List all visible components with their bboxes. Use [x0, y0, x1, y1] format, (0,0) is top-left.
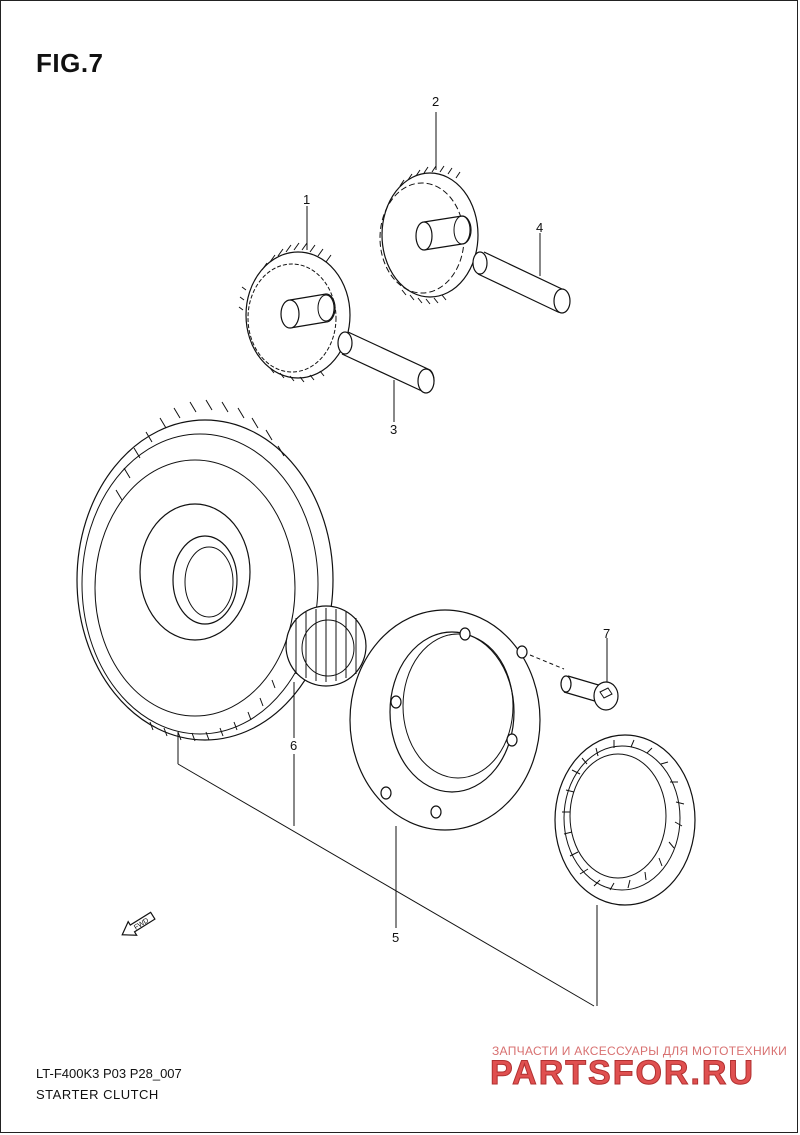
needle-bearing-drawing — [285, 605, 367, 687]
starter-idle-gear-no2-drawing — [379, 165, 479, 305]
callout-2: 2 — [432, 94, 439, 109]
section-name: STARTER CLUTCH — [36, 1087, 159, 1102]
callout-5: 5 — [392, 930, 399, 945]
watermark-tagline: ЗАПЧАСТИ И АКСЕССУАРЫ ДЛЯ МОТОТЕХНИКИ — [492, 1044, 788, 1058]
callout-7: 7 — [603, 626, 610, 641]
callout-3: 3 — [390, 422, 397, 437]
starter-idle-gear-no1-drawing — [238, 242, 351, 383]
bolt-drawing — [560, 675, 619, 711]
fwd-direction-marker: FWD — [121, 911, 156, 936]
idle-gear-shaft-no1-drawing — [337, 331, 435, 394]
fwd-label: FWD — [133, 917, 150, 931]
leader-lines — [177, 112, 608, 1007]
callout-4: 4 — [536, 220, 543, 235]
arrow-left-down-icon — [121, 911, 156, 936]
starter-clutch-housing-drawing — [349, 609, 565, 831]
one-way-clutch-drawing — [554, 734, 696, 906]
watermark-logo-text: PARTSFOR.RU — [490, 1054, 755, 1090]
watermark-logo: PARTSFOR.RU — [490, 1054, 755, 1090]
callout-6: 6 — [290, 738, 297, 753]
idle-gear-shaft-no2-drawing — [472, 251, 571, 314]
callout-1: 1 — [303, 192, 310, 207]
starter-driven-gear-drawing — [76, 399, 334, 742]
figure-title: FIG.7 — [36, 48, 104, 78]
model-code: LT-F400K3 P03 P28_007 — [36, 1066, 182, 1081]
